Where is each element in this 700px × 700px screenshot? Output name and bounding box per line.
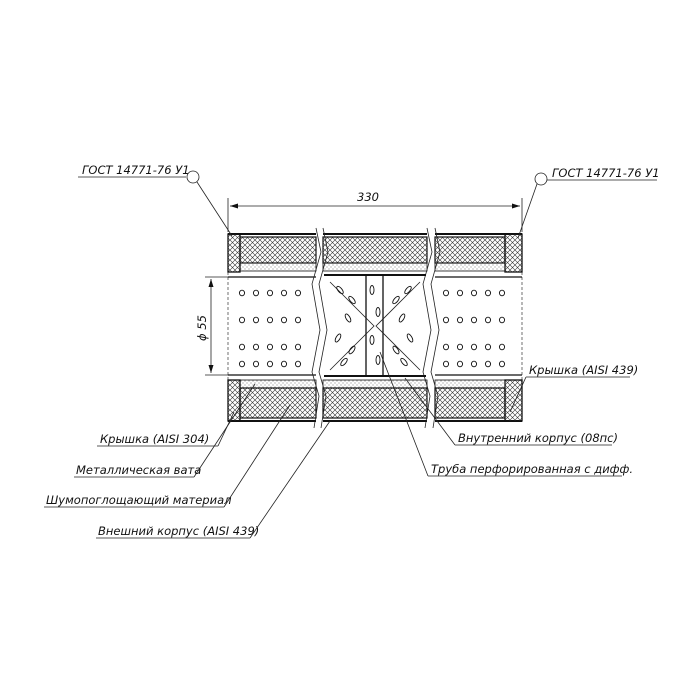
perforation-hole xyxy=(294,360,302,368)
perforation-hole xyxy=(456,316,464,324)
perforation-hole xyxy=(238,360,246,368)
perforation-hole xyxy=(252,343,260,351)
perforation-hole xyxy=(280,360,288,368)
diffuser-slot xyxy=(348,295,356,305)
weld-callout-right: ГОСТ 14771-76 У1 xyxy=(517,166,660,239)
cap-right-label: Крышка (AISI 439) xyxy=(529,363,638,377)
perforation-hole xyxy=(280,316,288,324)
callout-inner-shell: Внутренний корпус (08пс) xyxy=(404,377,618,446)
perforation-hole xyxy=(498,343,506,351)
metal-wool-label: Металлическая вата xyxy=(76,463,201,477)
perforation-hole xyxy=(294,316,302,324)
diffuser-slot xyxy=(340,357,348,367)
outer-shell xyxy=(228,233,522,422)
callout-cap-right: Крышка (AISI 439) xyxy=(509,363,638,413)
perforation-hole xyxy=(252,360,260,368)
perforation-hole xyxy=(294,289,302,297)
end-caps xyxy=(227,233,523,422)
perforation-holes-left xyxy=(238,289,302,368)
perforation-hole xyxy=(442,343,450,351)
perforation-hole xyxy=(498,360,506,368)
perforation-hole xyxy=(484,343,492,351)
cap-left-label: Крышка (AISI 304) xyxy=(100,432,209,446)
dimension-diameter: ϕ 55 xyxy=(195,276,228,376)
diffuser xyxy=(324,274,426,377)
gost-left-label: ГОСТ 14771-76 У1 xyxy=(82,163,190,177)
perforated-pipe-label: Труба перфорированная с дифф. xyxy=(431,462,633,476)
perforation-hole xyxy=(266,343,274,351)
weld-callout-left: ГОСТ 14771-76 У1 xyxy=(78,163,233,237)
diffuser-slot xyxy=(344,313,352,323)
perforation-hole xyxy=(442,289,450,297)
perforation-hole xyxy=(456,360,464,368)
callout-metal-wool: Металлическая вата xyxy=(74,383,256,478)
dimension-diameter-text: ϕ 55 xyxy=(195,315,209,341)
perforation-hole xyxy=(252,316,260,324)
perforation-hole xyxy=(484,360,492,368)
perforation-hole xyxy=(470,289,478,297)
inner-shell-label: Внутренний корпус (08пс) xyxy=(458,431,618,445)
callout-perforated-pipe: Труба перфорированная с дифф. xyxy=(379,351,633,477)
perforation-hole xyxy=(498,316,506,324)
perforation-hole xyxy=(294,343,302,351)
perforation-hole xyxy=(280,289,288,297)
diffuser-slot xyxy=(404,285,412,295)
callout-cap-left: Крышка (AISI 304) xyxy=(97,411,235,447)
perforation-hole xyxy=(456,289,464,297)
diffuser-slot xyxy=(375,307,381,317)
perforation-hole xyxy=(456,343,464,351)
perforation-hole xyxy=(266,360,274,368)
outer-shell-label: Внешний корпус (AISI 439) xyxy=(98,524,259,538)
perforation-hole xyxy=(238,316,246,324)
perforation-hole xyxy=(470,343,478,351)
perforation-hole xyxy=(498,289,506,297)
diffuser-slot xyxy=(398,313,406,323)
perforation-hole xyxy=(238,289,246,297)
dimension-length: 330 xyxy=(227,190,523,232)
diffuser-slot xyxy=(392,345,400,355)
sound-absorbing-label: Шумопоглощающий материал xyxy=(46,493,232,507)
perforation-hole xyxy=(442,316,450,324)
dimension-length-text: 330 xyxy=(357,190,379,204)
perforation-hole xyxy=(484,289,492,297)
perforated-pipe xyxy=(228,276,522,376)
perforation-hole xyxy=(238,343,246,351)
perforation-hole xyxy=(266,316,274,324)
diffuser-slot xyxy=(375,355,381,365)
perforation-hole xyxy=(280,343,288,351)
break-lines xyxy=(311,227,441,429)
diffuser-holes xyxy=(334,285,414,367)
gost-right-label: ГОСТ 14771-76 У1 xyxy=(552,166,660,180)
perforation-hole xyxy=(266,289,274,297)
diffuser-slot xyxy=(392,295,400,305)
diffuser-slot xyxy=(369,335,375,345)
diffuser-slot xyxy=(348,345,356,355)
perforation-hole xyxy=(252,289,260,297)
perforation-hole xyxy=(484,316,492,324)
perforation-hole xyxy=(442,360,450,368)
diffuser-slot xyxy=(334,333,342,343)
diffuser-slot xyxy=(400,357,408,367)
perforation-hole xyxy=(470,360,478,368)
perforation-holes-right xyxy=(442,289,506,368)
diffuser-slot xyxy=(369,285,375,295)
perforation-hole xyxy=(470,316,478,324)
callout-outer-shell: Внешний корпус (AISI 439) xyxy=(96,420,331,539)
diffuser-slot xyxy=(336,285,344,295)
callout-sound-absorbing: Шумопоглощающий материал xyxy=(44,404,291,508)
diffuser-slot xyxy=(406,333,414,343)
